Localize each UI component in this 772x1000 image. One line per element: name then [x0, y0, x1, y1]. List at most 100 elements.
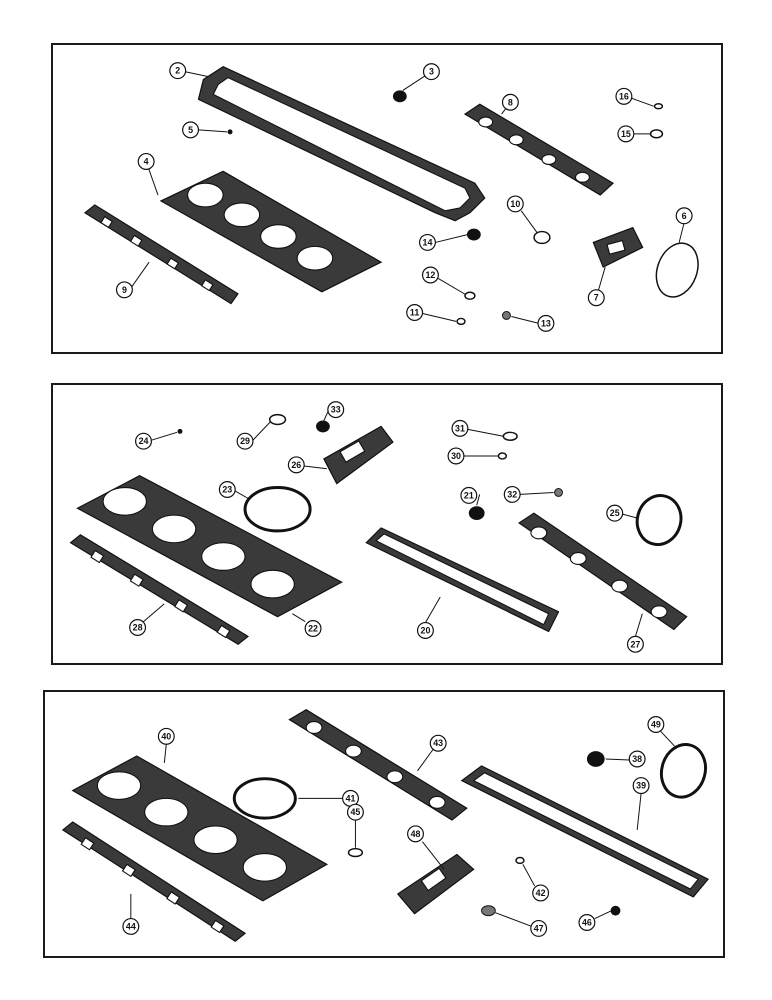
svg-text:16: 16 — [619, 91, 629, 101]
svg-text:41: 41 — [346, 793, 356, 803]
gasket-set-panel-3: 38 39 40 41 42 43 44 45 46 47 48 49 — [43, 690, 725, 958]
svg-text:3: 3 — [429, 67, 434, 77]
svg-text:10: 10 — [510, 199, 520, 209]
part-28-manifold-gasket — [69, 534, 250, 645]
part-31-washer — [502, 431, 518, 441]
callout-9: 9 — [115, 281, 133, 299]
part-33-plug — [316, 420, 330, 433]
part-49-ring-gasket — [659, 743, 707, 799]
part-48-flange-gasket — [396, 853, 475, 915]
svg-text:30: 30 — [451, 451, 461, 461]
callout-45: 45 — [346, 803, 364, 821]
part-12-washer — [464, 291, 476, 300]
svg-text:13: 13 — [541, 318, 551, 328]
svg-text:38: 38 — [632, 754, 642, 764]
svg-text:27: 27 — [630, 639, 640, 649]
part-29-washer — [268, 413, 287, 426]
callout-29: 29 — [236, 432, 254, 450]
callout-24: 24 — [135, 432, 152, 450]
svg-text:29: 29 — [240, 436, 250, 446]
callout-11: 11 — [406, 304, 424, 322]
svg-text:48: 48 — [411, 829, 421, 839]
part-39-valve-cover-gasket — [460, 765, 710, 898]
callout-7: 7 — [587, 289, 605, 307]
callout-48: 48 — [407, 825, 424, 843]
callout-39: 39 — [632, 777, 650, 795]
panel-2-illustration: 20 21 22 23 24 25 26 27 28 29 30 31 32 3… — [69, 401, 688, 653]
part-7-flange-gasket — [592, 226, 644, 268]
callout-25: 25 — [606, 504, 624, 522]
part-41-o-ring — [232, 777, 297, 820]
callout-49: 49 — [647, 716, 665, 733]
svg-text:24: 24 — [139, 436, 149, 446]
callout-32: 32 — [503, 485, 521, 503]
callout-3: 3 — [422, 63, 440, 81]
part-24-small-seal — [177, 428, 183, 434]
svg-text:42: 42 — [536, 888, 546, 898]
part-40-cylinder-head-gasket — [71, 755, 329, 902]
part-16-o-ring — [653, 102, 664, 110]
part-38-plug — [586, 751, 605, 767]
callout-43: 43 — [429, 734, 447, 752]
callout-38: 38 — [628, 750, 646, 768]
svg-text:47: 47 — [534, 923, 544, 933]
callout-27: 27 — [626, 635, 644, 653]
part-13-seal — [502, 311, 511, 320]
callout-8: 8 — [501, 93, 519, 111]
svg-text:26: 26 — [291, 460, 301, 470]
part-14-plug — [466, 228, 481, 241]
gasket-set-panel-2: 20 21 22 23 24 25 26 27 28 29 30 31 32 3… — [51, 383, 723, 665]
svg-text:45: 45 — [351, 807, 361, 817]
part-44-manifold-gasket — [61, 821, 247, 942]
svg-text:20: 20 — [421, 625, 431, 635]
svg-text:9: 9 — [122, 285, 127, 295]
callout-23: 23 — [218, 481, 236, 498]
callout-22: 22 — [304, 620, 322, 637]
callout-40: 40 — [157, 727, 175, 745]
svg-text:40: 40 — [161, 731, 171, 741]
part-21-plug — [468, 506, 485, 521]
svg-text:32: 32 — [507, 489, 517, 499]
part-3-plug — [392, 90, 407, 103]
callout-14: 14 — [418, 233, 436, 251]
svg-text:28: 28 — [133, 623, 143, 633]
part-15-o-ring — [649, 129, 664, 139]
callout-12: 12 — [421, 266, 439, 284]
svg-text:21: 21 — [464, 490, 474, 500]
callout-47: 47 — [530, 919, 548, 937]
part-42-washer — [515, 856, 525, 865]
svg-text:22: 22 — [308, 623, 318, 633]
callout-33: 33 — [327, 401, 345, 419]
svg-text:8: 8 — [508, 97, 513, 107]
part-45-washer — [347, 847, 364, 858]
callout-20: 20 — [416, 621, 434, 639]
svg-text:44: 44 — [126, 921, 136, 931]
panel-1-illustration: 2 3 4 5 6 7 8 9 10 11 12 13 14 15 16 — [83, 62, 699, 332]
svg-text:23: 23 — [222, 484, 232, 494]
part-25-ring-gasket — [635, 494, 683, 546]
svg-text:43: 43 — [433, 738, 443, 748]
part-46-plug — [610, 905, 621, 916]
callout-2: 2 — [169, 62, 187, 80]
svg-text:39: 39 — [636, 781, 646, 791]
svg-text:11: 11 — [410, 308, 419, 318]
part-32-seal — [554, 488, 563, 497]
part-43-exhaust-manifold-gasket — [288, 709, 468, 821]
callout-5: 5 — [182, 121, 200, 139]
panel-3-illustration: 38 39 40 41 42 43 44 45 46 47 48 49 — [61, 709, 710, 942]
part-27-exhaust-manifold-gasket — [518, 512, 688, 631]
svg-text:14: 14 — [423, 237, 433, 247]
part-6-ring-gasket — [655, 242, 699, 298]
callout-16: 16 — [615, 87, 633, 105]
svg-text:4: 4 — [144, 156, 149, 166]
svg-text:7: 7 — [594, 293, 599, 303]
part-23-o-ring — [243, 486, 312, 533]
callout-13: 13 — [537, 314, 555, 332]
svg-text:15: 15 — [621, 129, 631, 139]
part-4-cylinder-head-gasket — [159, 170, 383, 293]
callout-28: 28 — [129, 619, 147, 636]
svg-text:49: 49 — [651, 720, 661, 730]
svg-text:31: 31 — [455, 423, 465, 433]
callout-6: 6 — [675, 207, 693, 225]
callout-30: 30 — [447, 447, 465, 465]
